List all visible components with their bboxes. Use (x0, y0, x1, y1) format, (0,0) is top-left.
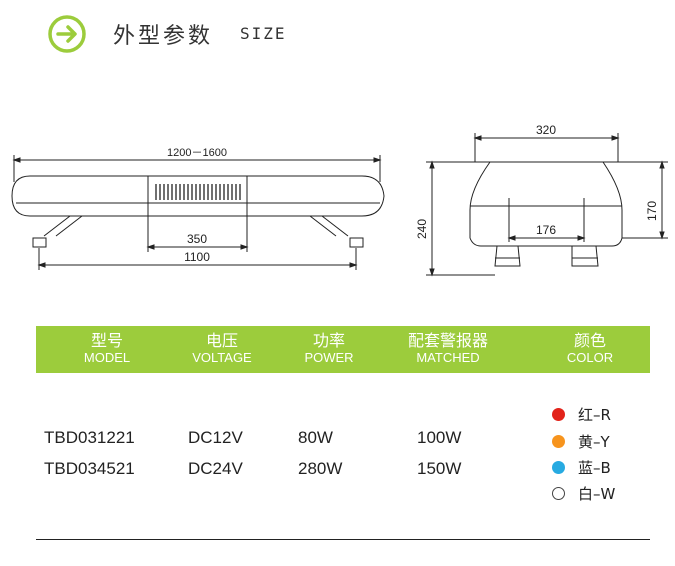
row2-power: 280W (298, 459, 343, 478)
row1-voltage: DC12V (188, 428, 243, 447)
bottom-divider (36, 539, 650, 540)
mount-span-label: 1100 (184, 250, 210, 264)
body-height-label: 170 (645, 201, 659, 221)
top-width-label: 320 (536, 123, 556, 137)
color-option-white: 白–W (552, 484, 616, 503)
header-voltage-cn: 电压 (205, 331, 238, 350)
header-color: 颜色 COLOR (546, 326, 634, 373)
color-label: 红–R (578, 405, 611, 424)
header-matched-cn: 配套警报器 (407, 331, 488, 350)
header-color-en: COLOR (566, 350, 614, 365)
row1-matched: 100W (417, 428, 462, 447)
header-color-cn: 颜色 (573, 331, 606, 350)
color-option-yellow: 黄–Y (552, 432, 610, 451)
header-matched: 配套警报器 MATCHED (388, 326, 508, 373)
color-label: 黄–Y (578, 432, 610, 451)
total-height-label: 240 (415, 219, 429, 239)
color-option-red: 红–R (552, 405, 611, 424)
color-label: 白–W (578, 484, 616, 503)
table-header: 型号 MODEL 电压 VOLTAGE 功率 POWER 配套警报器 MATCH… (36, 326, 650, 373)
overall-length-label: 1200－1600 (167, 147, 227, 159)
header-model-cn: 型号 (90, 331, 123, 350)
row2-model: TBD034521 (44, 459, 135, 478)
color-option-blue: 蓝–B (552, 458, 611, 477)
header-model-en: MODEL (83, 350, 131, 365)
header-voltage-en: VOLTAGE (192, 350, 252, 365)
header-model: 型号 MODEL (62, 326, 152, 373)
header-power-cn: 功率 (312, 331, 345, 350)
row2-matched: 150W (417, 459, 462, 478)
red-swatch-icon (552, 407, 565, 421)
header-matched-en: MATCHED (416, 350, 480, 365)
header-power: 功率 POWER (285, 326, 373, 373)
row1-model: TBD031221 (44, 428, 135, 447)
row1-power: 80W (298, 428, 333, 447)
section-title: 外型参数 (113, 24, 214, 49)
row2-voltage: DC24V (188, 459, 243, 478)
white-swatch-icon (552, 486, 565, 500)
arrow-right-circle-icon (48, 15, 86, 53)
section-subtitle: SIZE (240, 24, 287, 43)
color-label: 蓝–B (578, 458, 611, 477)
base-width-label: 176 (536, 223, 556, 237)
header-power-en: POWER (304, 350, 354, 365)
header-voltage: 电压 VOLTAGE (177, 326, 267, 373)
dimension-drawing: 1200－1600 350 1100 320 176 240 170 (11, 123, 668, 277)
yellow-swatch-icon (552, 434, 565, 448)
center-width-label: 350 (187, 232, 207, 246)
blue-swatch-icon (552, 460, 565, 474)
